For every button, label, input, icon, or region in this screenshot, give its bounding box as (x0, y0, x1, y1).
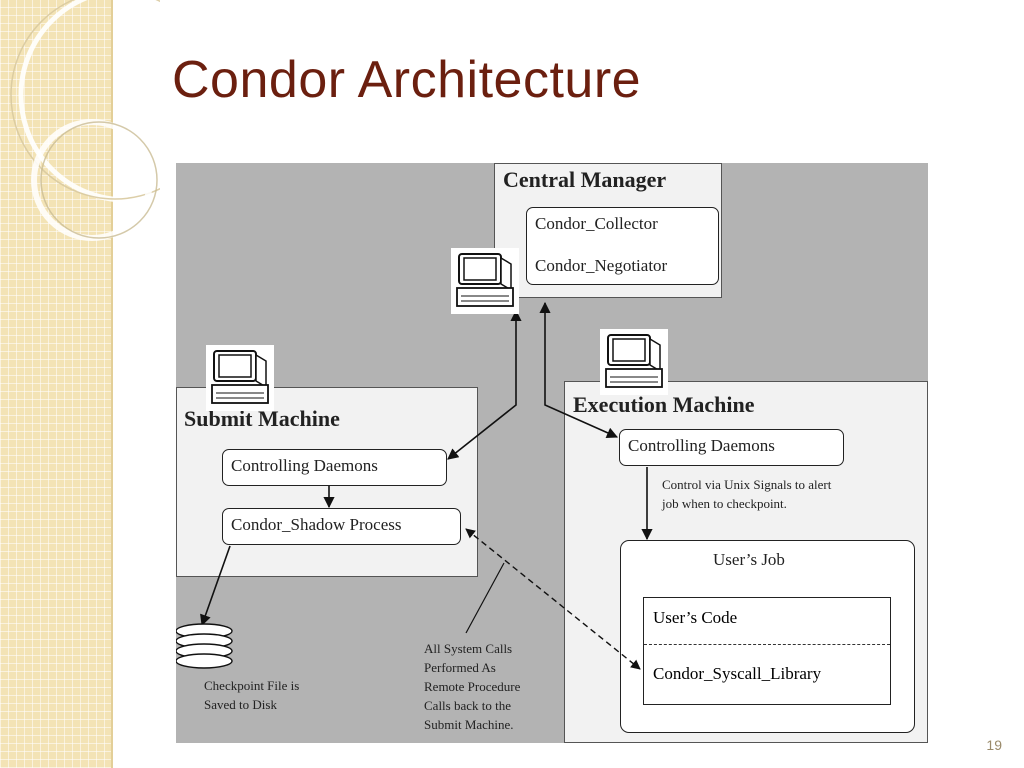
rpc-note-line-5: Submit Machine. (424, 717, 514, 732)
condor-negotiator-label: Condor_Negotiator (535, 256, 668, 275)
condor-shadow-process-label: Condor_Shadow Process (231, 515, 402, 534)
rpc-dashed-arrow-icon (465, 528, 641, 670)
computer-icon (451, 248, 519, 314)
decorative-side-strip (0, 0, 113, 768)
slide-title: Condor Architecture (172, 51, 642, 109)
condor-syscall-library-label: Condor_Syscall_Library (653, 664, 822, 683)
condor-shadow-process-box: Condor_Shadow Process (222, 508, 461, 545)
condor-collector-label: Condor_Collector (535, 214, 658, 233)
central-manager-heading: Central Manager (503, 167, 667, 192)
shadow-to-disk-arrow-icon (200, 545, 231, 627)
slide-page-number: 19 (986, 737, 1002, 753)
computer-icon (206, 345, 274, 411)
users-code-library-box: User’s Code Condor_Syscall_Library (643, 597, 891, 705)
decorative-rings (10, 0, 160, 241)
submit-controlling-daemons-box: Controlling Daemons (222, 449, 447, 486)
submit-controlling-daemons-label: Controlling Daemons (231, 456, 378, 475)
users-code-label: User’s Code (653, 608, 738, 627)
manager-to-submit-arrow-icon (447, 309, 522, 460)
connector-lines (176, 301, 653, 670)
users-job-heading: User’s Job (713, 550, 785, 569)
rpc-note-line-4: Calls back to the (424, 698, 512, 713)
code-library-divider (644, 644, 890, 645)
computer-icon (600, 329, 668, 395)
unix-signals-note-line-2: job when to checkpoint. (662, 496, 787, 511)
rpc-note-pointer-line (465, 562, 505, 634)
rpc-note-line-3: Remote Procedure (424, 679, 521, 694)
disk-icon (176, 623, 233, 669)
exec-controlling-daemons-label: Controlling Daemons (628, 436, 775, 455)
checkpoint-note-line-2: Saved to Disk (204, 697, 277, 712)
exec-controlling-daemons-box: Controlling Daemons (619, 429, 844, 466)
condor-architecture-diagram: Central Manager Condor_Collector Condor_… (176, 163, 928, 743)
unix-signals-note-line-1: Control via Unix Signals to alert (662, 477, 832, 492)
checkpoint-note-line-1: Checkpoint File is (204, 678, 300, 693)
condor-collector-negotiator-box: Condor_Collector Condor_Negotiator (526, 207, 719, 285)
manager-to-execution-arrow-icon (539, 301, 619, 439)
